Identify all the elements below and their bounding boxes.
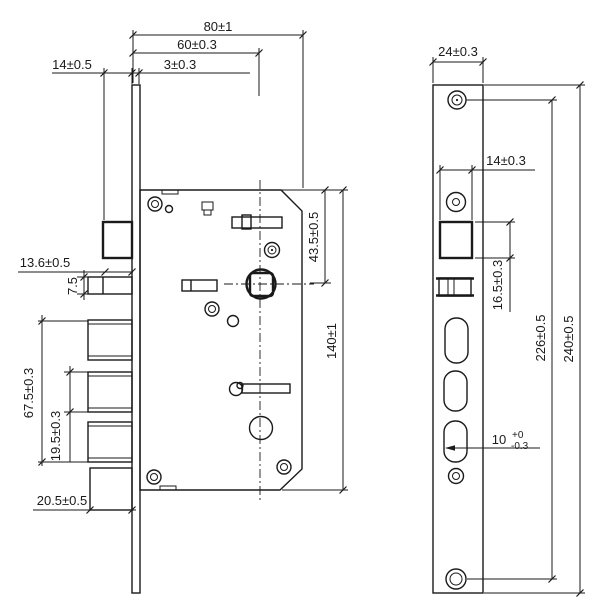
slot-cutout-3 <box>443 420 468 463</box>
dim-body-depth: 80±1 <box>129 19 307 188</box>
dim-cutout-height: 16.5±0.3 <box>475 218 515 312</box>
dim-label: 10 <box>492 432 506 447</box>
hook-bolt-1 <box>87 319 133 361</box>
pin-hole-upper <box>445 191 467 213</box>
dim-latch-height: 7.5 <box>65 270 90 300</box>
dim-label: 19.5±0.3 <box>48 411 63 462</box>
faceplate-outline <box>432 84 484 594</box>
dim-cutout-width: 14±0.3 <box>436 153 535 220</box>
latch-bolt <box>87 276 133 295</box>
dim-label: 80±1 <box>204 19 233 34</box>
dim-screw-hole-spacing: 226±0.5 <box>466 96 557 583</box>
screw-post-top-left <box>147 196 163 212</box>
dim-bolt-span: 67.5±0.3 <box>21 315 88 466</box>
screw-hole-top <box>447 90 467 110</box>
faceplate-front-view <box>432 84 484 594</box>
bottom-edge-tab <box>159 485 177 491</box>
dim-label: 14±0.3 <box>486 153 526 168</box>
deadbolt-cutout <box>438 220 474 260</box>
hook-bolt-2 <box>87 371 133 413</box>
dim-backset: 60±0.3 <box>129 37 263 96</box>
dim-tolerance-upper: +0 <box>512 430 524 441</box>
lock-case-side-view <box>87 84 314 594</box>
leader-arrow <box>445 445 455 451</box>
cylinder-hole <box>248 415 274 441</box>
dim-label: 3±0.3 <box>164 57 196 72</box>
screw-post-mid-right <box>263 241 281 259</box>
dim-latch-throw: 13.6±0.5 <box>18 255 136 276</box>
dim-slot-width: 10 +0 -0.3 <box>445 430 540 452</box>
dim-deadbolt-throw: 14±0.5 3±0.3 <box>52 57 250 220</box>
dim-label: 240±0.5 <box>561 316 576 363</box>
lever-arm <box>228 381 291 397</box>
screw-post-bottom-right <box>276 459 292 475</box>
latch-cutout <box>436 277 474 297</box>
slot-cutout-1 <box>444 317 469 364</box>
dim-spindle-from-top: 43.5±0.5 <box>281 186 348 287</box>
dim-bottom-block-depth: 20.5±0.5 <box>33 493 136 514</box>
dim-bolt-pitch: 19.5±0.3 <box>48 366 88 462</box>
dim-label: 60±0.3 <box>177 37 217 52</box>
key-symbol <box>201 201 214 216</box>
screw-post-bottom-left <box>146 469 162 485</box>
pin-top <box>164 204 174 214</box>
top-edge-tab <box>161 189 179 195</box>
dim-plate-width: 24±0.3 <box>429 44 487 83</box>
dim-label: 226±0.5 <box>533 315 548 362</box>
screw-hole-lower-small <box>447 467 465 485</box>
dim-label: 24±0.3 <box>438 44 478 59</box>
spindle-hub <box>245 268 277 300</box>
faceplate-edge <box>131 84 141 594</box>
dim-label: 20.5±0.5 <box>37 493 88 508</box>
dim-plate-height: 240±0.5 <box>484 81 585 597</box>
deadbolt <box>101 220 134 260</box>
dim-label: 14±0.5 <box>52 57 92 72</box>
dim-label: 7.5 <box>65 277 80 295</box>
dim-label: 43.5±0.5 <box>306 212 321 263</box>
dim-label: 13.6±0.5 <box>20 255 71 270</box>
dim-label: 67.5±0.3 <box>21 368 36 419</box>
screw-post-mid-left <box>204 301 220 317</box>
dim-tolerance-lower: -0.3 <box>511 441 529 452</box>
dim-case-height: 140±1 <box>282 186 348 494</box>
small-hole <box>226 314 240 328</box>
top-slot <box>231 214 283 230</box>
dim-label: 16.5±0.3 <box>490 260 505 311</box>
dimensions-right-view: 24±0.3 14±0.3 16.5±0.3 10 +0 -0.3 <box>429 44 585 597</box>
slot-cutout-2 <box>443 370 468 412</box>
hook-bolt-3 <box>87 421 133 463</box>
mid-slot <box>181 279 218 292</box>
lock-case-outline <box>139 189 303 491</box>
dim-label: 140±1 <box>324 323 339 359</box>
bottom-block <box>89 467 133 511</box>
dimensions-left-view: 80±1 60±0.3 14±0.5 3±0.3 13.6±0.5 <box>18 19 348 514</box>
screw-hole-bottom <box>445 568 467 590</box>
